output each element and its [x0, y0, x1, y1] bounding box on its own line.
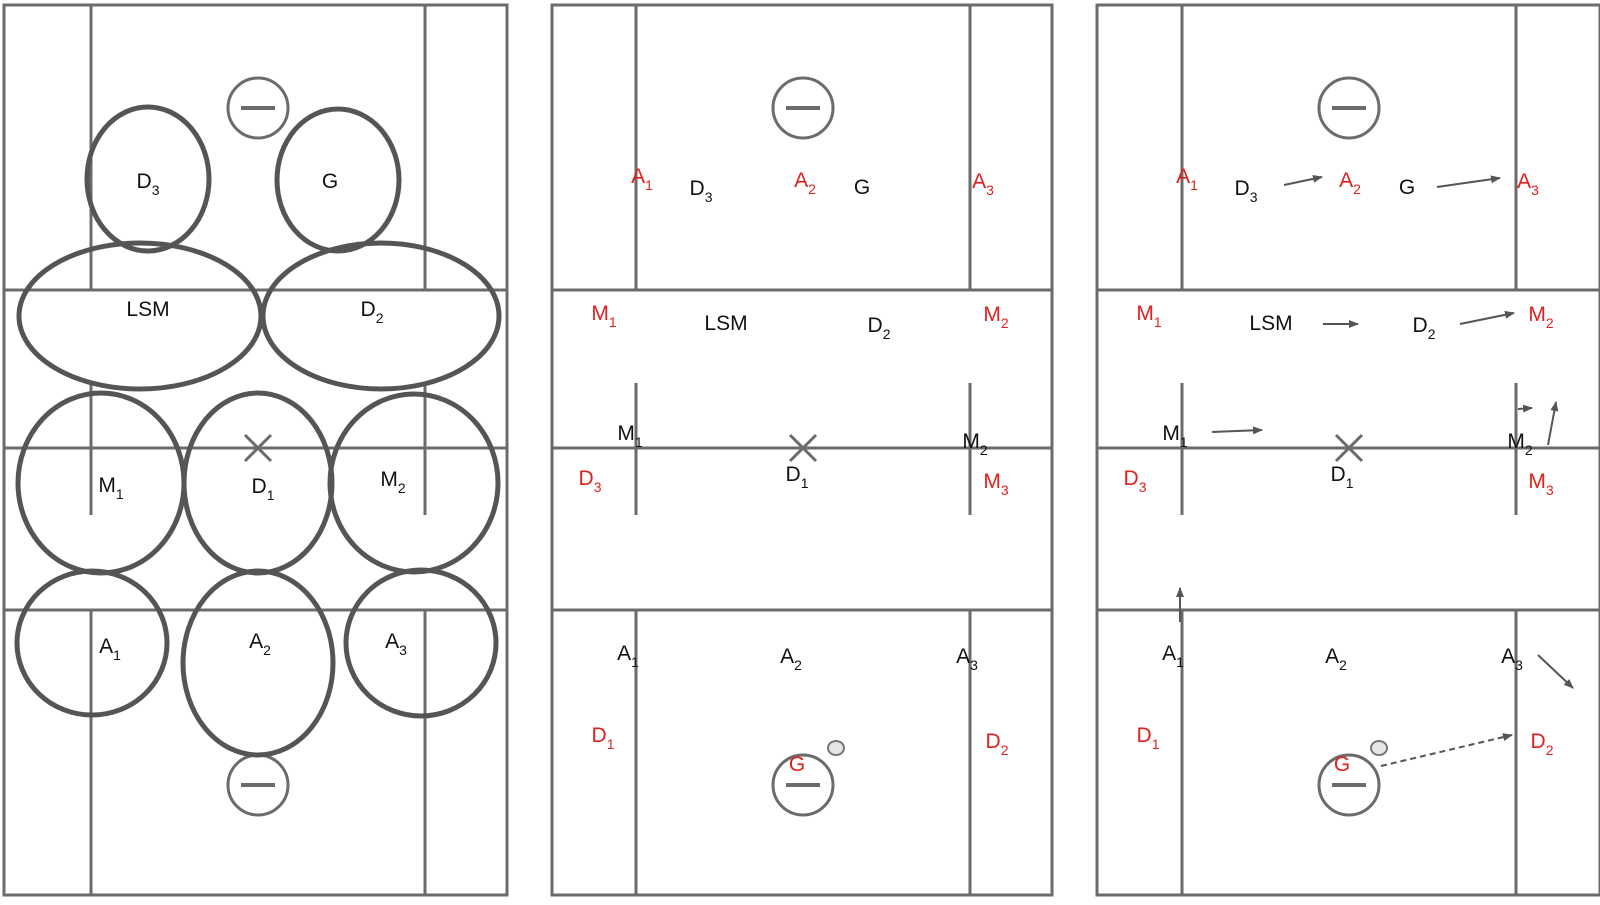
- player-label: A3: [1517, 170, 1539, 198]
- ball-icon: [827, 740, 845, 756]
- zone-ellipse-d3: [84, 104, 212, 254]
- player-label: D3: [137, 170, 160, 198]
- zone-ellipse-a1: [14, 568, 170, 718]
- player-label: D2: [361, 298, 384, 326]
- player-label: LSM: [1249, 312, 1292, 335]
- zone-ellipse-a2: [180, 568, 336, 758]
- zones-layer: [14, 104, 502, 758]
- player-label: A1: [1176, 165, 1198, 193]
- goal-crease-circle: [771, 753, 835, 817]
- player-label: G: [1399, 176, 1415, 199]
- player-label: M2: [983, 303, 1009, 331]
- player-label: D2: [1413, 314, 1436, 342]
- player-label: G: [789, 753, 805, 776]
- circle-minus-icon: [226, 76, 290, 140]
- ball-icon: [1370, 740, 1388, 756]
- player-label: A2: [249, 630, 271, 658]
- player-label: M2: [380, 468, 406, 496]
- goal-crease-circle: [1317, 753, 1381, 817]
- field-panel-2: [550, 3, 1054, 897]
- player-label: M1: [1162, 422, 1188, 450]
- field-boundary: [550, 3, 1054, 897]
- player-label: M3: [1528, 470, 1554, 498]
- field-panel-1: [2, 3, 509, 897]
- arrow-icon: [1537, 654, 1574, 689]
- player-label: G: [854, 176, 870, 199]
- player-label: M3: [983, 470, 1009, 498]
- field-panel-3: [1095, 3, 1600, 897]
- arrow-icon: [1436, 175, 1501, 188]
- circle-minus-icon: [1317, 753, 1381, 817]
- fields-layer: [2, 3, 1600, 897]
- x-mark-icon: [243, 433, 273, 463]
- zone-ellipse-a3: [343, 567, 499, 719]
- player-label: A2: [794, 169, 816, 197]
- player-label: A2: [780, 645, 802, 673]
- player-label: M2: [1507, 430, 1533, 458]
- player-label: A3: [956, 645, 978, 673]
- goal-crease-circle: [226, 76, 290, 140]
- player-label: G: [1334, 753, 1350, 776]
- player-label: A1: [617, 642, 639, 670]
- arrow-icon: [1211, 426, 1263, 435]
- player-label: A3: [972, 170, 994, 198]
- circle-minus-icon: [771, 753, 835, 817]
- circle-minus-icon: [226, 753, 290, 817]
- x-mark-icon: [788, 433, 818, 463]
- player-label: LSM: [704, 312, 747, 335]
- player-label: A2: [1325, 645, 1347, 673]
- zone-ellipse-m2: [327, 391, 501, 575]
- player-label: M1: [1136, 302, 1162, 330]
- arrow-icon: [1459, 310, 1515, 325]
- arrow-icon: [1380, 733, 1513, 767]
- player-label: D3: [579, 467, 602, 495]
- circle-minus-icon: [771, 76, 835, 140]
- player-label: D1: [786, 463, 809, 491]
- player-label: G: [322, 170, 338, 193]
- player-label: M2: [962, 430, 988, 458]
- arrow-icon: [1547, 401, 1559, 446]
- circle-minus-icon: [1317, 76, 1381, 140]
- goal-crease-circle: [1317, 76, 1381, 140]
- player-label: A1: [1162, 642, 1184, 670]
- player-label: D2: [868, 314, 891, 342]
- x-stroke-b: [788, 433, 818, 463]
- player-label: D3: [690, 177, 713, 205]
- arrow-icon: [1517, 404, 1533, 413]
- player-label: D3: [1235, 177, 1258, 205]
- player-label: D1: [1331, 463, 1354, 491]
- player-label: D2: [1531, 730, 1554, 758]
- player-label: LSM: [126, 298, 169, 321]
- player-label: A1: [631, 165, 653, 193]
- player-label: A3: [1501, 645, 1523, 673]
- player-label: A1: [99, 635, 121, 663]
- player-label: M1: [591, 302, 617, 330]
- zone-ellipse-g: [274, 106, 402, 254]
- goal-crease-circle: [771, 76, 835, 140]
- player-label: D2: [986, 730, 1009, 758]
- player-label: D1: [252, 475, 275, 503]
- player-label: D1: [592, 724, 615, 752]
- player-label: D1: [1137, 724, 1160, 752]
- field-boundary: [2, 3, 509, 897]
- player-label: A3: [385, 630, 407, 658]
- player-label: A2: [1339, 169, 1361, 197]
- player-label: M2: [1528, 303, 1554, 331]
- x-stroke-b: [243, 433, 273, 463]
- arrow-icon: [1283, 174, 1323, 186]
- player-label: M1: [98, 474, 124, 502]
- arrows-layer: [1176, 174, 1574, 767]
- player-label: D3: [1124, 467, 1147, 495]
- x-stroke-b: [1334, 433, 1364, 463]
- field-boundary: [1095, 3, 1600, 897]
- player-label: M1: [617, 422, 643, 450]
- x-mark-icon: [1334, 433, 1364, 463]
- zone-ellipse-d2: [260, 240, 502, 392]
